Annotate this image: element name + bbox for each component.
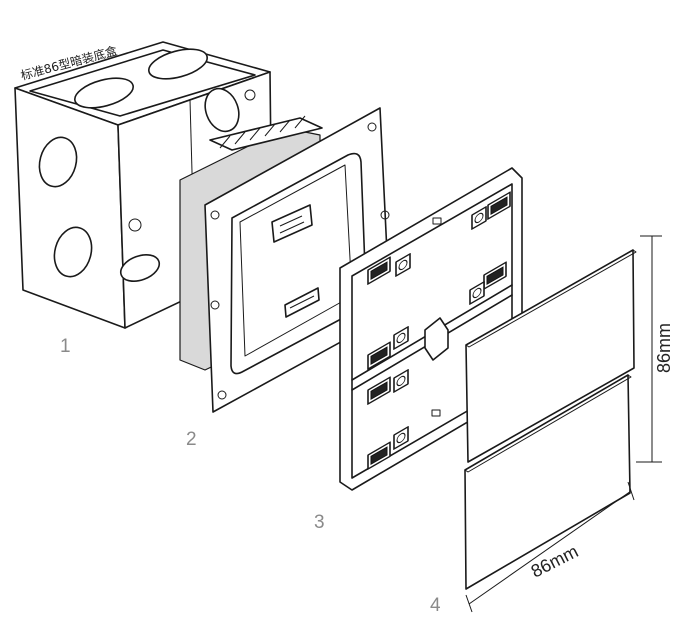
height-label: 86mm [654, 323, 674, 373]
box-screw-tab-2 [244, 89, 256, 101]
module-body-top [209, 117, 323, 151]
connector-bottom [284, 287, 320, 318]
frame-hole-1 [210, 210, 220, 220]
dimension-height: 86mm [636, 235, 674, 463]
box-screw-tab-1 [128, 218, 142, 232]
part-label-2: 2 [186, 429, 197, 450]
part-label-4: 4 [430, 595, 441, 616]
knockout-front-2 [53, 226, 93, 278]
knockout-right-1 [204, 87, 240, 133]
frame-hole-6 [380, 210, 390, 220]
frame-hole-2 [367, 122, 377, 132]
part-label-1: 1 [60, 336, 71, 357]
knockout-front-1 [38, 136, 78, 188]
connector-top [271, 204, 313, 243]
frame-hole-5 [210, 300, 220, 310]
knockout-top-2 [148, 48, 208, 80]
knockout-right-2 [119, 254, 161, 282]
knockout-top-1 [74, 77, 134, 109]
cover-plates [464, 249, 637, 590]
module-fins [219, 115, 306, 149]
panel-contacts [367, 191, 511, 470]
mounting-box: 标准86型暗装底盒 [14, 41, 273, 329]
part-label-3: 3 [314, 512, 325, 533]
box-front-face [14, 87, 126, 329]
frame-hole-4 [217, 390, 227, 400]
